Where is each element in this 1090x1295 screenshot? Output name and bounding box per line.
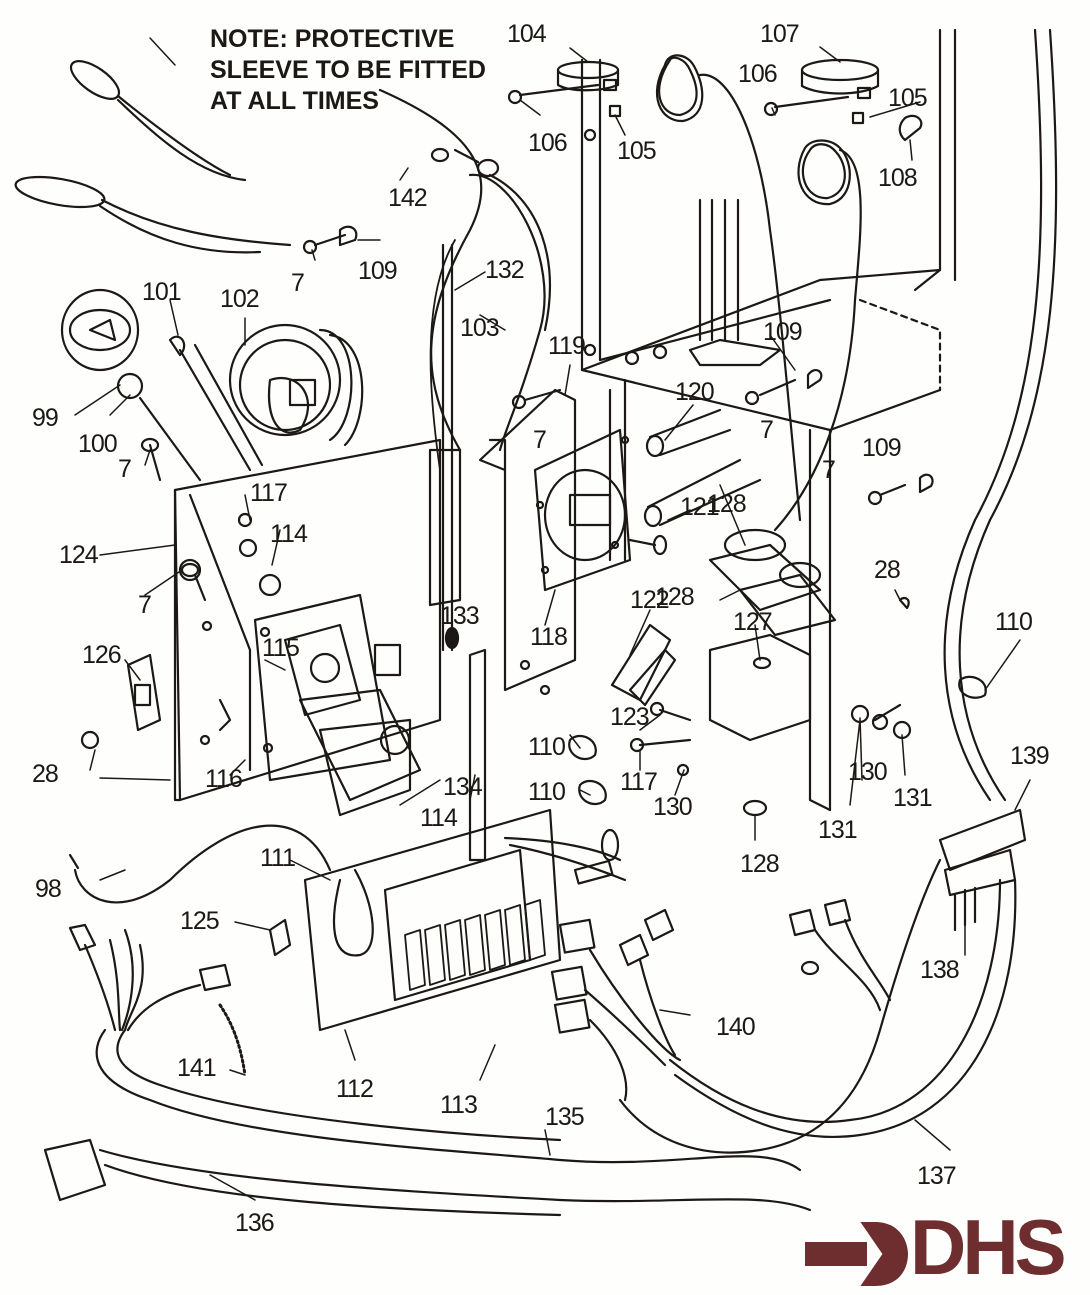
callout-141: 141 bbox=[177, 1054, 217, 1082]
switch-122 bbox=[610, 623, 677, 707]
callout-103: 103 bbox=[460, 314, 500, 342]
callout-113: 113 bbox=[440, 1091, 478, 1119]
callout-109: 109 bbox=[763, 318, 803, 346]
callout-28: 28 bbox=[874, 556, 901, 584]
callout-139: 139 bbox=[1010, 742, 1050, 770]
clamp-107 bbox=[763, 58, 923, 142]
callout-128: 128 bbox=[740, 850, 780, 878]
leader-lines bbox=[74, 37, 1031, 1201]
callout-106: 106 bbox=[738, 60, 778, 88]
clamp-104 bbox=[507, 60, 622, 118]
terminal-blocks-128 bbox=[708, 528, 837, 637]
pressure-switch-118 bbox=[533, 428, 632, 592]
callout-102: 102 bbox=[220, 285, 260, 313]
callout-130: 130 bbox=[848, 758, 888, 786]
block-127 bbox=[708, 633, 812, 742]
arrow-logo-icon bbox=[805, 1220, 908, 1288]
callout-131: 131 bbox=[818, 816, 858, 844]
callout-117: 117 bbox=[620, 768, 658, 796]
callout-136: 136 bbox=[235, 1209, 275, 1237]
callout-128: 128 bbox=[655, 583, 695, 611]
callout-126: 126 bbox=[82, 641, 122, 669]
callout-130: 130 bbox=[653, 793, 693, 821]
callout-105: 105 bbox=[888, 84, 928, 112]
callout-7: 7 bbox=[822, 456, 836, 484]
callout-114: 114 bbox=[420, 804, 458, 832]
callout-7: 7 bbox=[291, 269, 305, 297]
callout-109: 109 bbox=[862, 434, 902, 462]
callout-125: 125 bbox=[180, 907, 220, 935]
callout-124: 124 bbox=[59, 541, 99, 569]
callout-134: 134 bbox=[443, 773, 483, 801]
callout-28: 28 bbox=[32, 760, 59, 788]
callout-7: 7 bbox=[533, 426, 547, 454]
callout-121: 121 bbox=[680, 493, 720, 521]
callout-138: 138 bbox=[920, 956, 960, 984]
knob-99 bbox=[60, 288, 202, 482]
callout-137: 137 bbox=[917, 1162, 957, 1190]
right-long-cable bbox=[943, 28, 1058, 802]
callout-101: 101 bbox=[142, 278, 182, 306]
callout-104: 104 bbox=[507, 20, 547, 48]
callout-7: 7 bbox=[760, 416, 774, 444]
callout-123: 123 bbox=[610, 703, 650, 731]
note-line-1: NOTE: PROTECTIVE bbox=[210, 25, 455, 53]
control-panel-124 bbox=[173, 438, 442, 802]
callout-115: 115 bbox=[262, 634, 300, 662]
callout-120: 120 bbox=[675, 378, 715, 406]
thermostat-101-102 bbox=[168, 323, 364, 472]
callout-111: 111 bbox=[260, 844, 296, 872]
callout-133: 133 bbox=[440, 602, 480, 630]
callout-128: 128 bbox=[707, 490, 747, 518]
callout-114: 114 bbox=[270, 520, 308, 548]
callout-110: 110 bbox=[995, 608, 1033, 636]
coiled-sensors bbox=[655, 54, 862, 532]
callout-140: 140 bbox=[716, 1013, 756, 1041]
tubes-120-121 bbox=[628, 408, 762, 556]
callout-112: 112 bbox=[336, 1075, 374, 1103]
callout-117: 117 bbox=[250, 479, 288, 507]
callout-122: 122 bbox=[630, 586, 670, 614]
callout-99: 99 bbox=[32, 404, 59, 432]
note-line-3: AT ALL TIMES bbox=[210, 87, 379, 115]
protective-sleeve bbox=[378, 88, 551, 471]
callout-116: 116 bbox=[205, 765, 243, 793]
callout-131: 131 bbox=[893, 784, 933, 812]
callout-135: 135 bbox=[545, 1103, 585, 1131]
callout-119: 119 bbox=[548, 332, 586, 360]
callout-108: 108 bbox=[878, 164, 918, 192]
wires-98-111 bbox=[68, 824, 374, 957]
note-line-2: SLEEVE TO BE FITTED bbox=[210, 56, 486, 84]
callout-107: 107 bbox=[760, 20, 800, 48]
harness-137-140 bbox=[550, 808, 1027, 1154]
callout-7: 7 bbox=[138, 591, 152, 619]
dhs-logo: DHS bbox=[800, 1208, 1085, 1292]
callout-7: 7 bbox=[118, 455, 132, 483]
logo-text: DHS bbox=[910, 1203, 1067, 1291]
protective-sleeve-note: NOTE: PROTECTIVE SLEEVE TO BE FITTED AT … bbox=[210, 24, 486, 117]
callout-118: 118 bbox=[530, 623, 568, 651]
bracket-119 bbox=[478, 388, 577, 696]
callout-110: 110 bbox=[528, 778, 566, 806]
callout-100: 100 bbox=[78, 430, 118, 458]
cabinet-frame bbox=[580, 28, 957, 812]
callout-110: 110 bbox=[528, 733, 566, 761]
temperature-probes bbox=[14, 60, 292, 254]
circuit-board-112 bbox=[303, 808, 627, 1032]
control-valve-block bbox=[253, 593, 422, 817]
callout-105: 105 bbox=[617, 137, 657, 165]
callout-127: 127 bbox=[733, 608, 773, 636]
harness-136 bbox=[43, 923, 812, 1217]
callout-109: 109 bbox=[358, 257, 398, 285]
callout-142: 142 bbox=[388, 184, 428, 212]
callout-132: 132 bbox=[485, 256, 525, 284]
callout-98: 98 bbox=[35, 875, 62, 903]
plate-126 bbox=[126, 653, 162, 732]
clips-110 bbox=[568, 675, 987, 806]
callout-106: 106 bbox=[528, 129, 568, 157]
